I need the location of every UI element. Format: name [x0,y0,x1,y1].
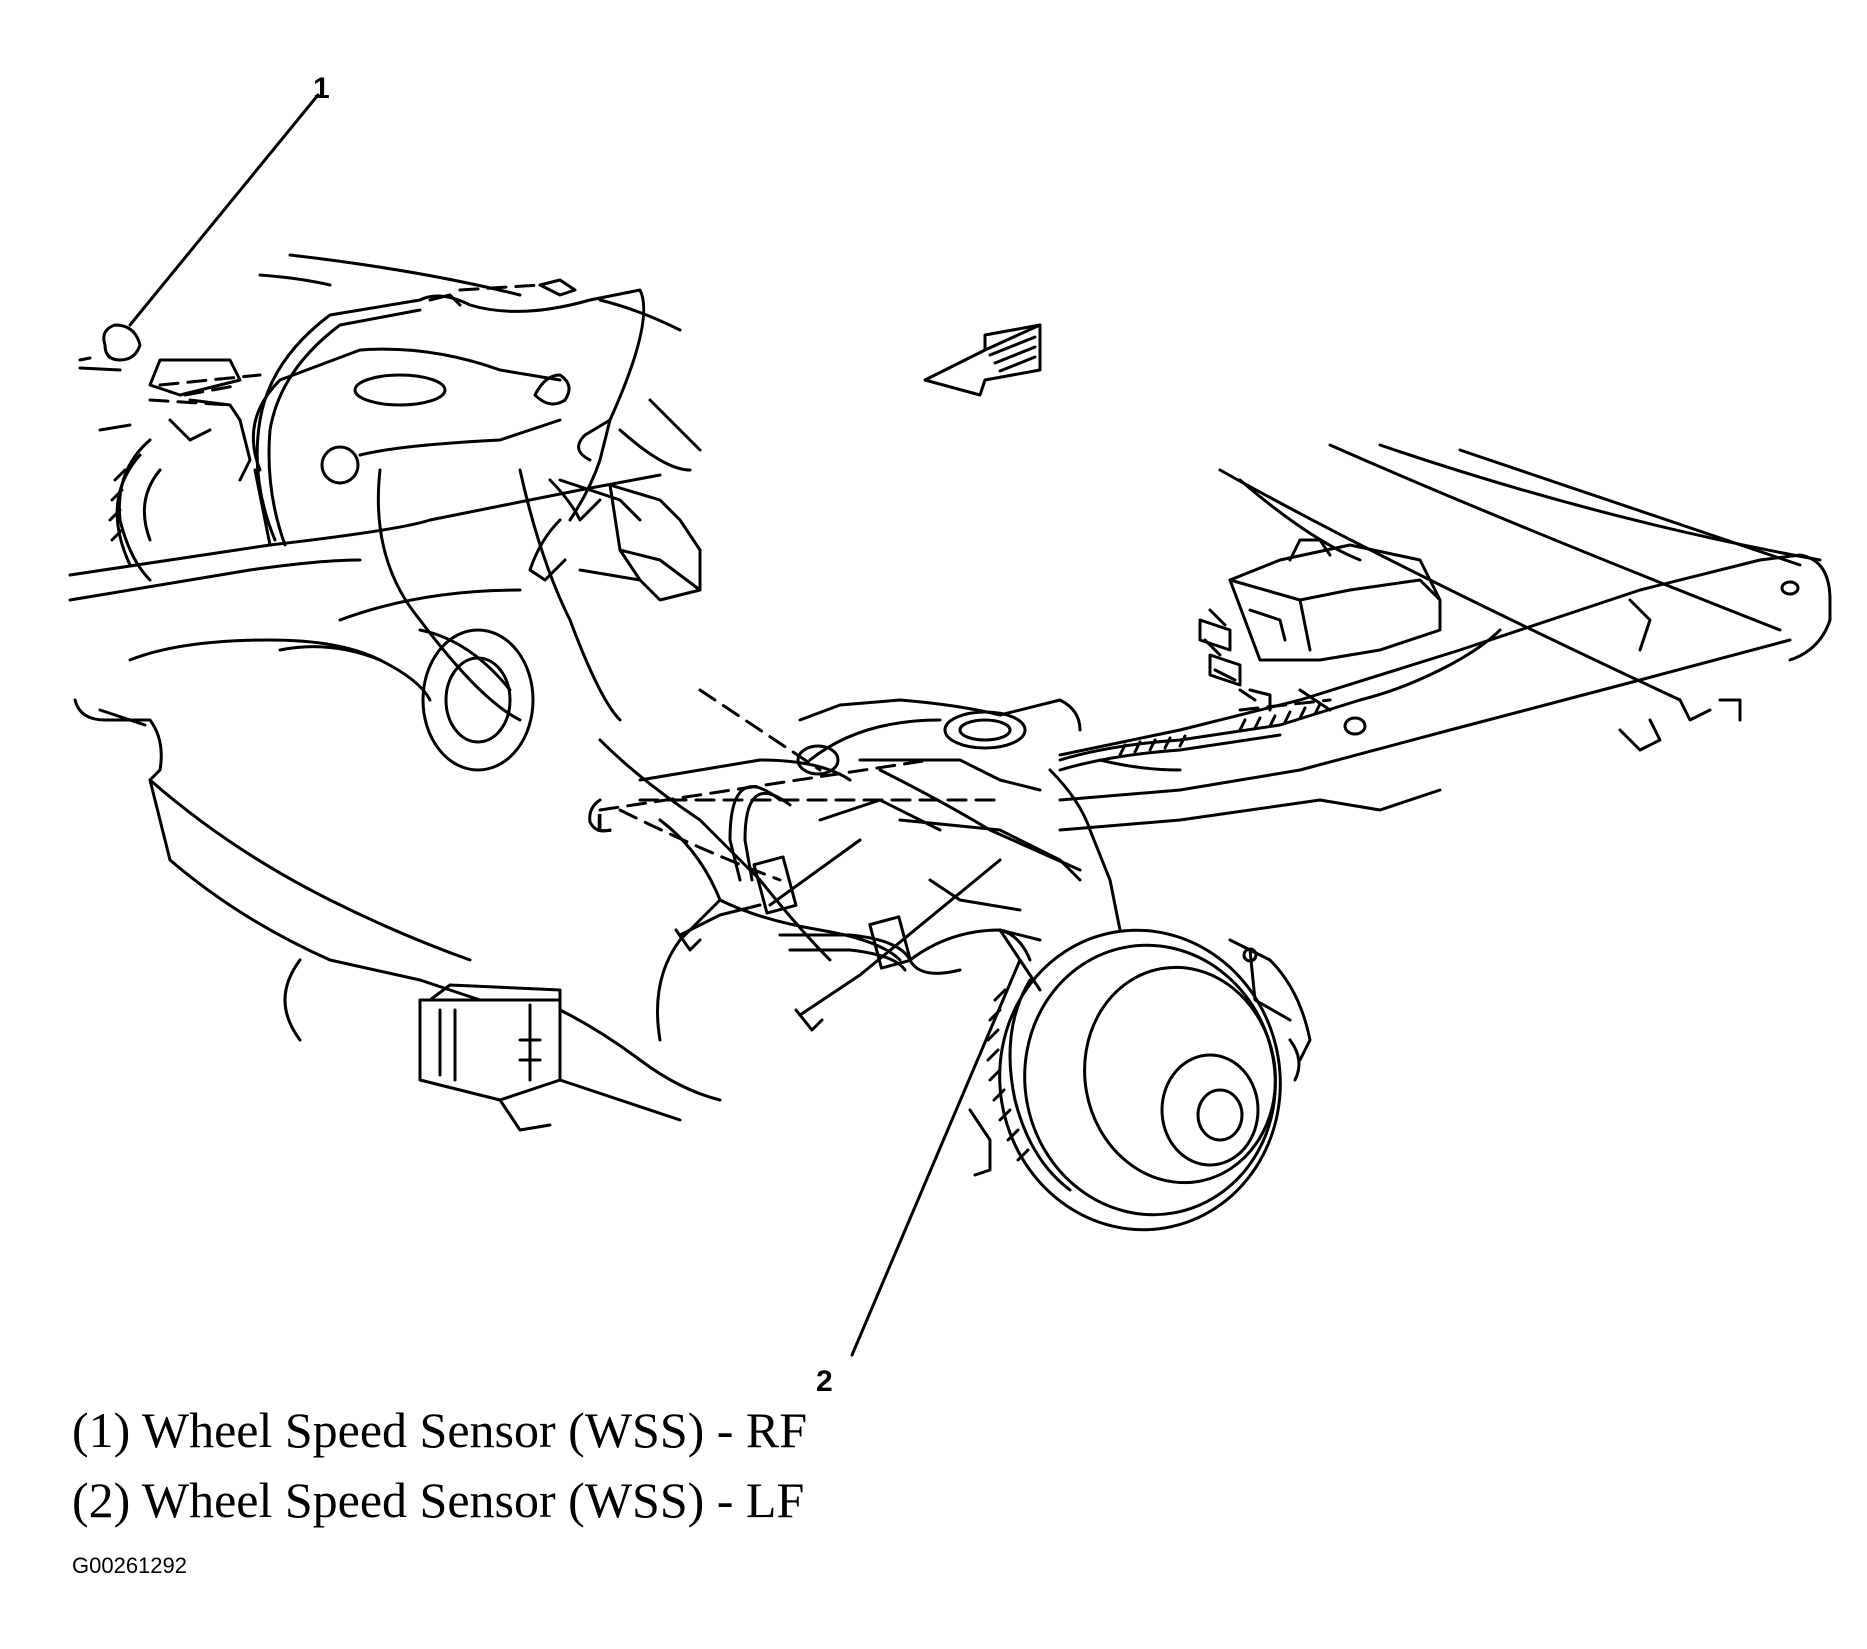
rf-sensor-bracket [78,323,252,482]
knuckle-and-spring-seat [278,468,622,772]
front-direction-arrow [923,323,1042,397]
callout-1-leader [128,93,320,327]
frame-mount-block [558,478,702,602]
lf-wss-harness [728,628,1502,975]
dashed-reference-lines [148,283,1332,882]
legend-item-2: (2) Wheel Speed Sensor (WSS) - LF [72,1472,805,1528]
rf-wss-harness [255,278,646,582]
center-crossmember [598,718,942,1042]
legend: (1) Wheel Speed Sensor (WSS) - RF (2) Wh… [72,1395,807,1535]
centerline-mark: L [596,808,612,838]
callout-2-leader [850,958,1022,1357]
callout-2-number: 2 [816,1365,833,1398]
right-front-hub [108,438,162,582]
left-front-rotor-hub [968,928,1312,1232]
callout-1-number: 1 [313,72,330,105]
callout-leader-lines [128,93,1022,1357]
centerline-symbol [588,798,612,833]
sensor-bolts [674,838,1002,1032]
body-outline-lines [258,253,1822,702]
figure-id: G00261292 [72,1553,187,1578]
left-knuckle-upper-arm [796,698,1122,992]
frame-rail-right [1058,553,1832,832]
abs-modulator [1198,538,1442,712]
frame-rail-lower [73,698,722,1132]
legend-item-1: (1) Wheel Speed Sensor (WSS) - RF [72,1402,808,1458]
